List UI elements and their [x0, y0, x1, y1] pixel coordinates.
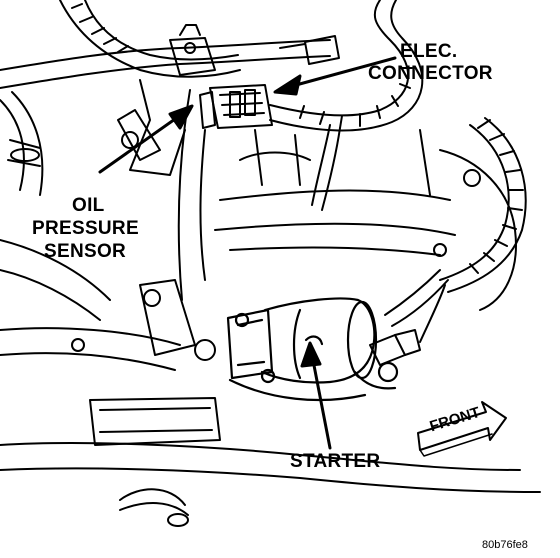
elec-connector-part	[199, 84, 273, 129]
oil-pressure-sensor-arrowhead	[168, 104, 194, 130]
elec-connector-leader	[283, 56, 397, 90]
oil-pressure-sensor-label-line1: OIL	[72, 195, 105, 216]
oil-pressure-sensor-label-line3: SENSOR	[44, 241, 127, 262]
elec-connector-label-line2: CONNECTOR	[368, 63, 493, 84]
starter-arrowhead	[300, 341, 322, 368]
elec-connector-label-line1: ELEC.	[400, 41, 458, 62]
starter-leader	[310, 353, 332, 450]
right-corrugated-hose	[439, 117, 527, 293]
oil-pressure-sensor-label-line2: PRESSURE	[32, 218, 139, 239]
wiring-harness	[269, 0, 424, 211]
starter-wire	[369, 269, 449, 366]
elec-connector-arrowhead	[273, 74, 302, 96]
engine-block	[177, 89, 517, 311]
lower-frame	[0, 239, 541, 527]
front-arrow	[417, 401, 507, 457]
figure-id: 80b76fe8	[482, 539, 528, 551]
leader-arrows	[98, 56, 397, 450]
upper-hoses	[0, 0, 331, 196]
starter-motor	[226, 297, 399, 402]
starter-label: STARTER	[290, 451, 381, 472]
oil-pressure-sensor-leader	[98, 110, 187, 174]
